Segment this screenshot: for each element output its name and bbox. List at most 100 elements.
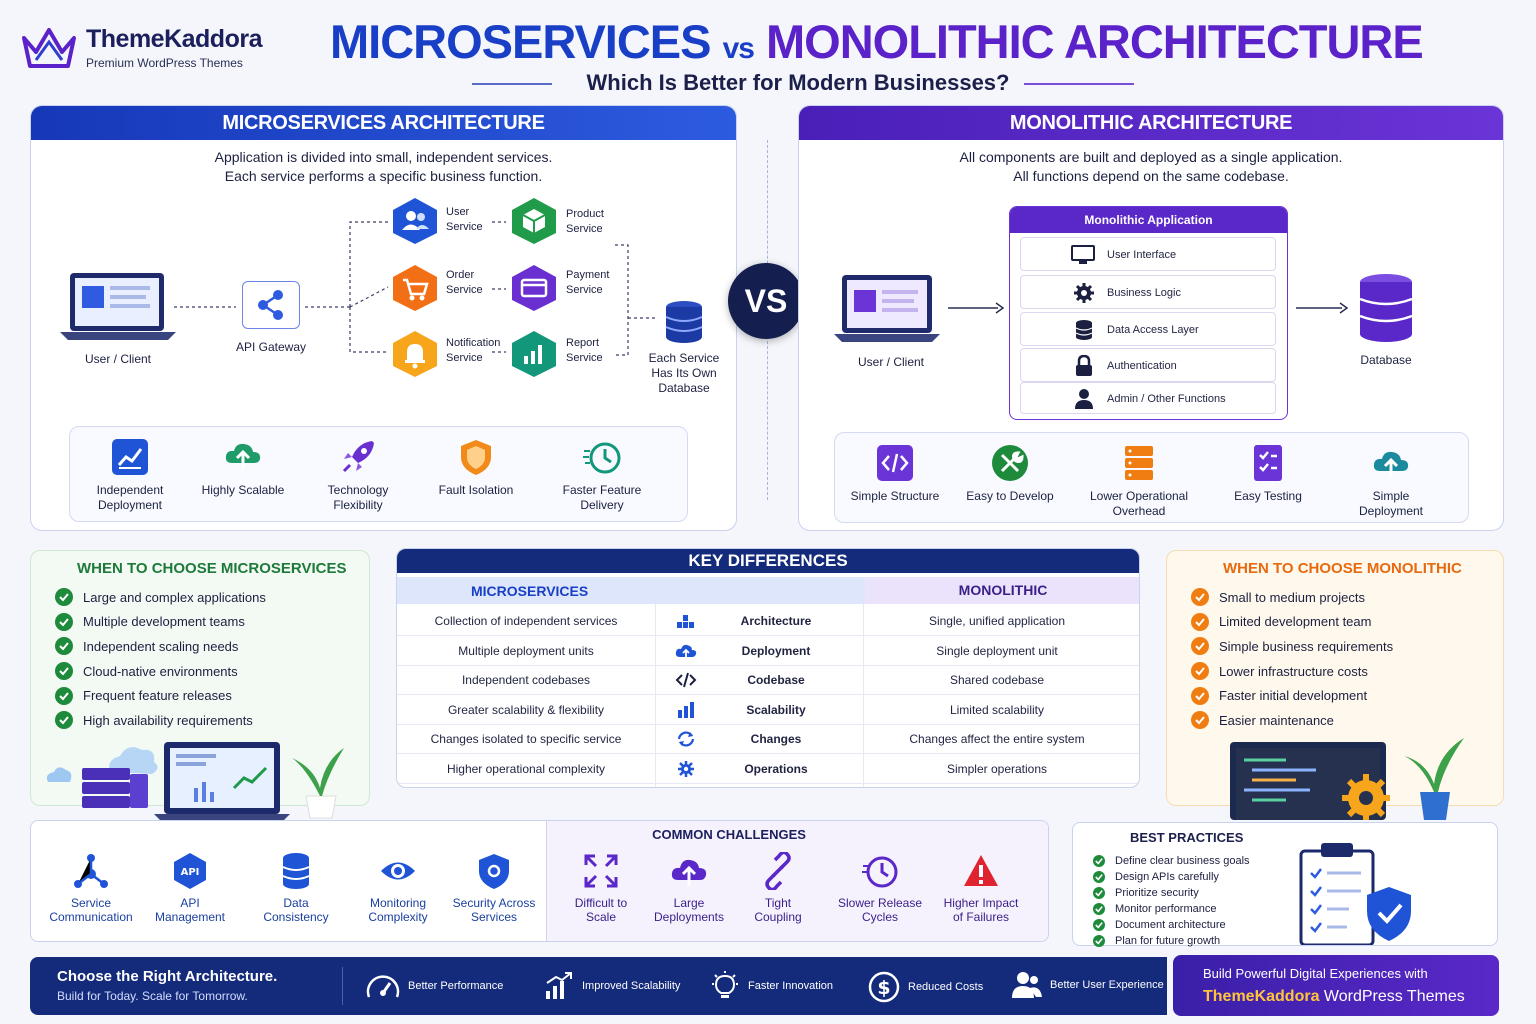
key-cell-microservices: Collection of independent services bbox=[434, 614, 618, 628]
api-gateway-label: API Gateway bbox=[235, 340, 307, 354]
challenge-data-consistency: Data Consistency bbox=[256, 852, 336, 924]
footer-cta-line2: ThemeKaddora WordPress Themes bbox=[1203, 988, 1465, 1006]
cloud-server-illustration bbox=[46, 742, 344, 820]
when-microservices-text: Multiple development teams bbox=[83, 614, 245, 630]
cloud-upload-icon bbox=[1373, 451, 1409, 477]
best-practice-text: Prioritize security bbox=[1115, 887, 1199, 899]
when-monolithic-text: Simple business requirements bbox=[1219, 638, 1394, 654]
layer-user-interface[interactable]: User Interface bbox=[1020, 237, 1276, 271]
feature-easy-testing: Easy Testing bbox=[1223, 443, 1313, 504]
layer-admin[interactable]: Admin / Other Functions bbox=[1020, 382, 1276, 414]
monolithic-header: MONOLITHIC ARCHITECTURE bbox=[799, 106, 1503, 140]
challenges-divider bbox=[546, 821, 547, 941]
feature-simple-structure: Simple Structure bbox=[850, 443, 940, 504]
when-monolithic-text: Easier maintenance bbox=[1219, 712, 1334, 728]
feature-lower-operational-overhead: Lower Operational Overhead bbox=[1081, 443, 1197, 519]
key-cell-monolithic: Shared codebase bbox=[949, 673, 1045, 687]
footer-bar: Choose the Right Architecture. Build for… bbox=[30, 957, 1167, 1015]
bar-chart-icon bbox=[675, 701, 697, 719]
challenge-difficult-to-scale: Difficult to Scale bbox=[566, 852, 636, 924]
key-cell-microservices: Greater scalability & flexibility bbox=[447, 702, 605, 717]
when-microservices-item: Frequent feature releases bbox=[55, 683, 355, 708]
monolithic-features: Simple Structure Easy to Develop Lower O… bbox=[834, 432, 1469, 523]
user-service-label: User Service bbox=[446, 206, 483, 233]
laptop-icon bbox=[60, 273, 176, 340]
challenge-large-deployments: Large Deployments bbox=[648, 852, 730, 924]
key-cell-microservices: Changes isolated to specific service bbox=[430, 732, 622, 746]
monolithic-desc-2: All functions depend on the same codebas… bbox=[1013, 168, 1289, 184]
when-microservices-text: Independent scaling needs bbox=[83, 638, 239, 654]
api-gateway-node[interactable] bbox=[242, 281, 300, 329]
vs-badge: VS bbox=[728, 263, 804, 339]
cube-icon bbox=[512, 198, 556, 244]
product-service-node[interactable] bbox=[511, 197, 557, 245]
when-monolithic-item: Easier maintenance bbox=[1191, 708, 1491, 733]
footer-cta[interactable]: Build Powerful Digital Experiences with … bbox=[1173, 955, 1499, 1016]
warning-icon bbox=[964, 855, 998, 886]
check-circle-icon bbox=[1191, 612, 1209, 631]
key-differences-title: KEY DIFFERENCES bbox=[397, 549, 1139, 573]
check-circle-icon bbox=[1093, 935, 1105, 947]
report-service-node[interactable] bbox=[511, 330, 557, 378]
key-differences-table: KEY DIFFERENCES MICROSERVICES MONOLITHIC… bbox=[396, 548, 1140, 788]
when-monolithic-text: Limited development team bbox=[1219, 614, 1372, 630]
key-cell-microservices: Multiple deployment units bbox=[458, 643, 594, 658]
monolithic-app-title: Monolithic Application bbox=[1010, 207, 1287, 233]
tools-icon bbox=[992, 445, 1028, 481]
layer-data-access[interactable]: Data Access Layer bbox=[1020, 312, 1276, 346]
payment-service-node[interactable] bbox=[511, 264, 557, 312]
when-microservices-item: High availability requirements bbox=[55, 708, 355, 733]
lock-icon bbox=[1076, 355, 1092, 376]
network-icon bbox=[74, 854, 108, 888]
page-subtitle: Which Is Better for Modern Businesses? bbox=[586, 70, 1010, 95]
when-monolithic-text: Lower infrastructure costs bbox=[1219, 663, 1368, 679]
layer-business-logic[interactable]: Business Logic bbox=[1020, 275, 1276, 309]
title-right: MONOLITHIC ARCHITECTURE bbox=[766, 15, 1424, 68]
challenge-higher-impact-of-failures: Higher Impact of Failures bbox=[938, 852, 1024, 924]
monolithic-desc-1: All components are built and deployed as… bbox=[959, 149, 1343, 165]
key-cell-aspect: Architecture bbox=[740, 614, 812, 628]
arrow-right-icon bbox=[948, 302, 1005, 314]
title-left: MICROSERVICES bbox=[330, 15, 711, 68]
link-icon bbox=[765, 852, 791, 890]
title-vs: vs bbox=[722, 32, 755, 65]
subtitle-rule-left bbox=[472, 83, 552, 85]
best-practices-panel: BEST PRACTICES Define clear business goa… bbox=[1072, 822, 1498, 949]
order-service-node[interactable] bbox=[392, 264, 438, 312]
layer-authentication[interactable]: Authentication bbox=[1020, 348, 1276, 382]
micro-client-label: User / Client bbox=[84, 352, 152, 366]
rocket-icon bbox=[342, 441, 374, 473]
user-service-node[interactable] bbox=[392, 197, 438, 245]
check-circle-icon bbox=[55, 711, 73, 730]
check-circle-icon bbox=[55, 637, 73, 656]
cart-icon bbox=[393, 265, 437, 311]
best-practice-text: Plan for future growth bbox=[1115, 935, 1221, 947]
best-practice-item: Monitor performance bbox=[1093, 901, 1313, 917]
microservices-diagram-lines bbox=[174, 221, 656, 356]
code-icon bbox=[877, 445, 913, 481]
footer-cta-tail: WordPress Themes bbox=[1323, 988, 1465, 1005]
key-cell-monolithic: Single, unified application bbox=[928, 614, 1066, 628]
footer-headline: Choose the Right Architecture. bbox=[57, 968, 278, 985]
expand-icon bbox=[584, 854, 618, 888]
users-icon bbox=[1012, 972, 1042, 998]
laptop-icon bbox=[834, 275, 940, 342]
microservices-desc-2: Each service performs a specific busines… bbox=[224, 168, 543, 184]
best-practice-item: Document architecture bbox=[1093, 917, 1313, 933]
best-practice-text: Monitor performance bbox=[1115, 903, 1217, 915]
code-icon bbox=[675, 671, 697, 689]
blocks-icon bbox=[675, 612, 697, 630]
clipboard-shield-icon bbox=[1299, 843, 1411, 945]
brand-logo[interactable]: ThemeKaddora Premium WordPress Themes bbox=[20, 20, 320, 75]
challenge-api-management: API API Management bbox=[150, 852, 230, 924]
notification-service-node[interactable] bbox=[392, 330, 438, 378]
gear-icon bbox=[675, 760, 697, 778]
check-circle-icon bbox=[55, 686, 73, 705]
check-circle-icon bbox=[1191, 686, 1209, 705]
check-circle-icon bbox=[1093, 855, 1105, 867]
server-icon bbox=[1125, 446, 1153, 480]
